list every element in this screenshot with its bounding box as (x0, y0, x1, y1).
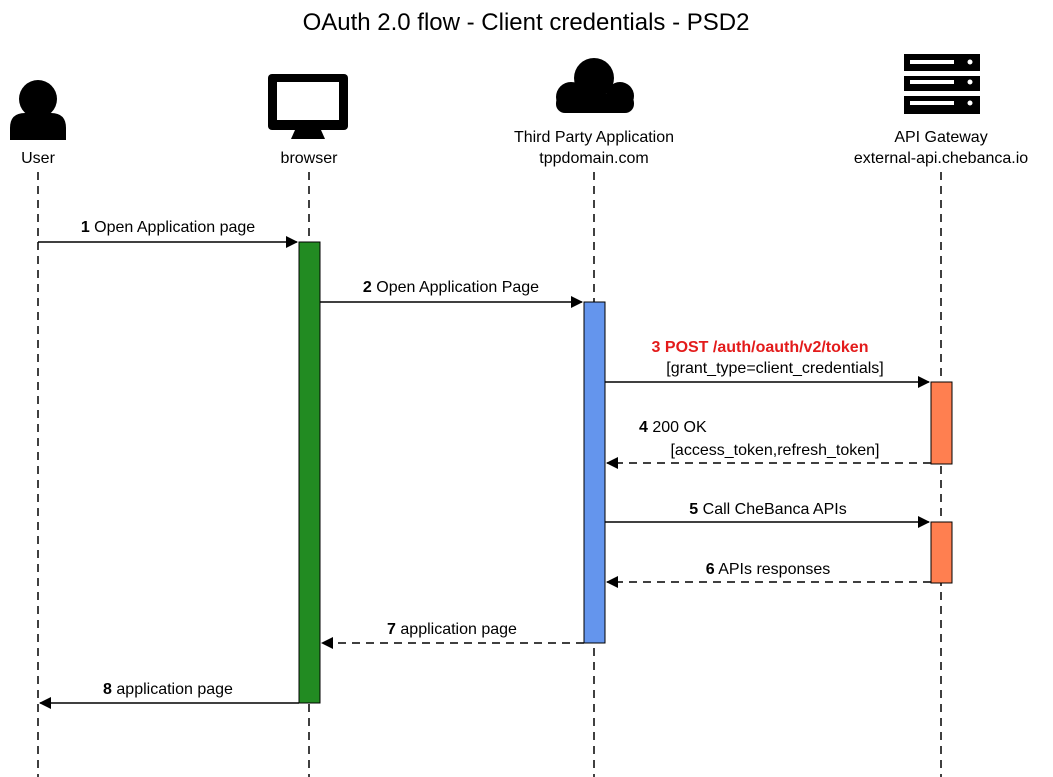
message-4-label: 4 200 OK (639, 419, 707, 436)
participant-tpp-label: Third Party Application (514, 129, 674, 146)
message-1-number: 1 (81, 219, 90, 236)
message-6-label: 6 APIs responses (706, 561, 831, 578)
message-8-text: application page (116, 681, 233, 698)
message-2-number: 2 (363, 279, 372, 296)
message-3-number: 3 (652, 339, 661, 356)
message-2-text: Open Application Page (376, 279, 539, 296)
cloud-icon (556, 58, 634, 113)
message-1-text: Open Application page (94, 219, 255, 236)
message-3-text: POST /auth/oauth/v2/token (665, 339, 869, 356)
participant-user-label: User (21, 150, 55, 167)
participant-gateway-domain: external-api.chebanca.io (854, 150, 1028, 167)
message-2-label: 2 Open Application Page (363, 279, 539, 296)
message-5-label: 5 Call CheBanca APIs (689, 501, 846, 518)
activation-tpp (583, 301, 606, 644)
message-1-label: 1 Open Application page (81, 219, 255, 236)
monitor-icon (268, 74, 348, 139)
message-7-text: application page (400, 621, 517, 638)
message-8-number: 8 (103, 681, 112, 698)
message-8-label: 8 application page (103, 681, 233, 698)
activation-gateway-1 (930, 381, 953, 465)
message-7-label: 7 application page (387, 621, 517, 638)
message-3-label: 3 POST /auth/oauth/v2/token (652, 339, 869, 356)
message-5-number: 5 (689, 501, 698, 518)
message-4-detail: [access_token,refresh_token] (670, 442, 879, 459)
message-6-number: 6 (706, 561, 715, 578)
message-4-number: 4 (639, 419, 648, 436)
participant-tpp-domain: tppdomain.com (539, 150, 648, 167)
activation-gateway-2 (930, 521, 953, 584)
message-3-detail: [grant_type=client_credentials] (666, 360, 883, 377)
activation-browser (298, 241, 321, 704)
diagram-title: OAuth 2.0 flow - Client credentials - PS… (303, 9, 750, 36)
participant-gateway-label: API Gateway (894, 129, 987, 146)
message-4-text: 200 OK (652, 419, 707, 436)
message-6-text: APIs responses (718, 561, 830, 578)
user-icon (10, 80, 66, 140)
message-7-number: 7 (387, 621, 396, 638)
participant-browser-label: browser (281, 150, 339, 167)
message-5-text: Call CheBanca APIs (703, 501, 847, 518)
server-icon (904, 54, 980, 114)
